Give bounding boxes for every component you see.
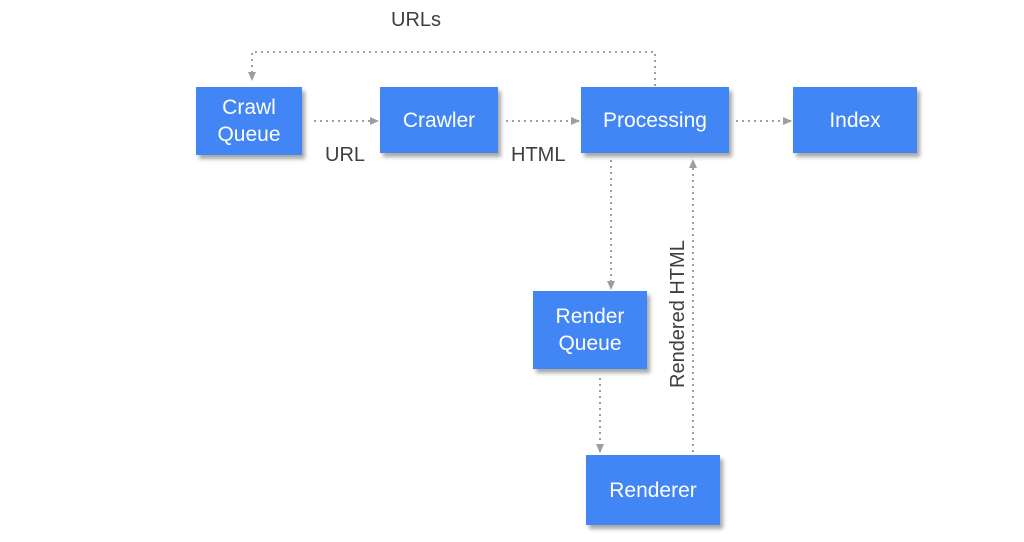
node-index-label: Index bbox=[829, 108, 881, 132]
edge-label-rendered-html: Rendered HTML bbox=[667, 240, 689, 388]
node-crawl-queue: Crawl Queue bbox=[196, 87, 302, 155]
node-crawler: Crawler bbox=[380, 87, 498, 153]
node-renderer-label: Renderer bbox=[609, 478, 697, 502]
node-processing-label: Processing bbox=[603, 108, 707, 132]
node-crawl-queue-label: Crawl Queue bbox=[217, 96, 281, 146]
node-index: Index bbox=[793, 87, 917, 153]
edge-label-urls: URLs bbox=[391, 9, 442, 31]
node-render-queue: Render Queue bbox=[533, 291, 647, 369]
node-processing: Processing bbox=[581, 87, 729, 153]
edge-label-url: URL bbox=[325, 144, 366, 166]
node-crawler-label: Crawler bbox=[402, 108, 476, 132]
node-renderer: Renderer bbox=[586, 455, 720, 525]
edge-label-html: HTML bbox=[511, 144, 566, 166]
edge-urls bbox=[248, 51, 656, 86]
node-render-queue-label: Render Queue bbox=[555, 305, 625, 355]
